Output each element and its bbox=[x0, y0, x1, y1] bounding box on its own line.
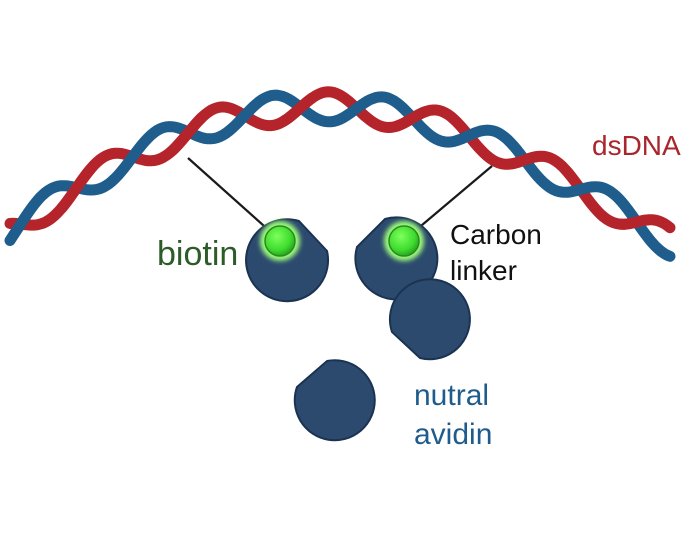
linker-line-right bbox=[408, 165, 493, 237]
dsdna-label: dsDNA bbox=[592, 130, 681, 161]
carbon-linker-label-line2: linker bbox=[450, 255, 517, 286]
linker-line-left bbox=[187, 157, 274, 235]
dna-strand-red-overlap bbox=[56, 92, 650, 230]
dsdna-helix bbox=[4, 86, 676, 262]
carbon-linker-label-line1: Carbon bbox=[450, 219, 542, 250]
dna-strand-blue bbox=[4, 89, 676, 262]
biotin-right-icon bbox=[384, 221, 424, 261]
avidin-subunit-bottom-left-icon bbox=[293, 359, 376, 442]
dna-strand-red bbox=[4, 86, 676, 234]
biotin-left-icon bbox=[260, 221, 300, 261]
avidin-subunit-bottom-right-icon bbox=[388, 278, 471, 361]
avidin-label-line1: nutral bbox=[414, 379, 489, 412]
biotin-label: biotin bbox=[157, 235, 238, 273]
avidin-label-line2: avidin bbox=[414, 418, 492, 451]
carbon-linkers bbox=[187, 157, 493, 237]
